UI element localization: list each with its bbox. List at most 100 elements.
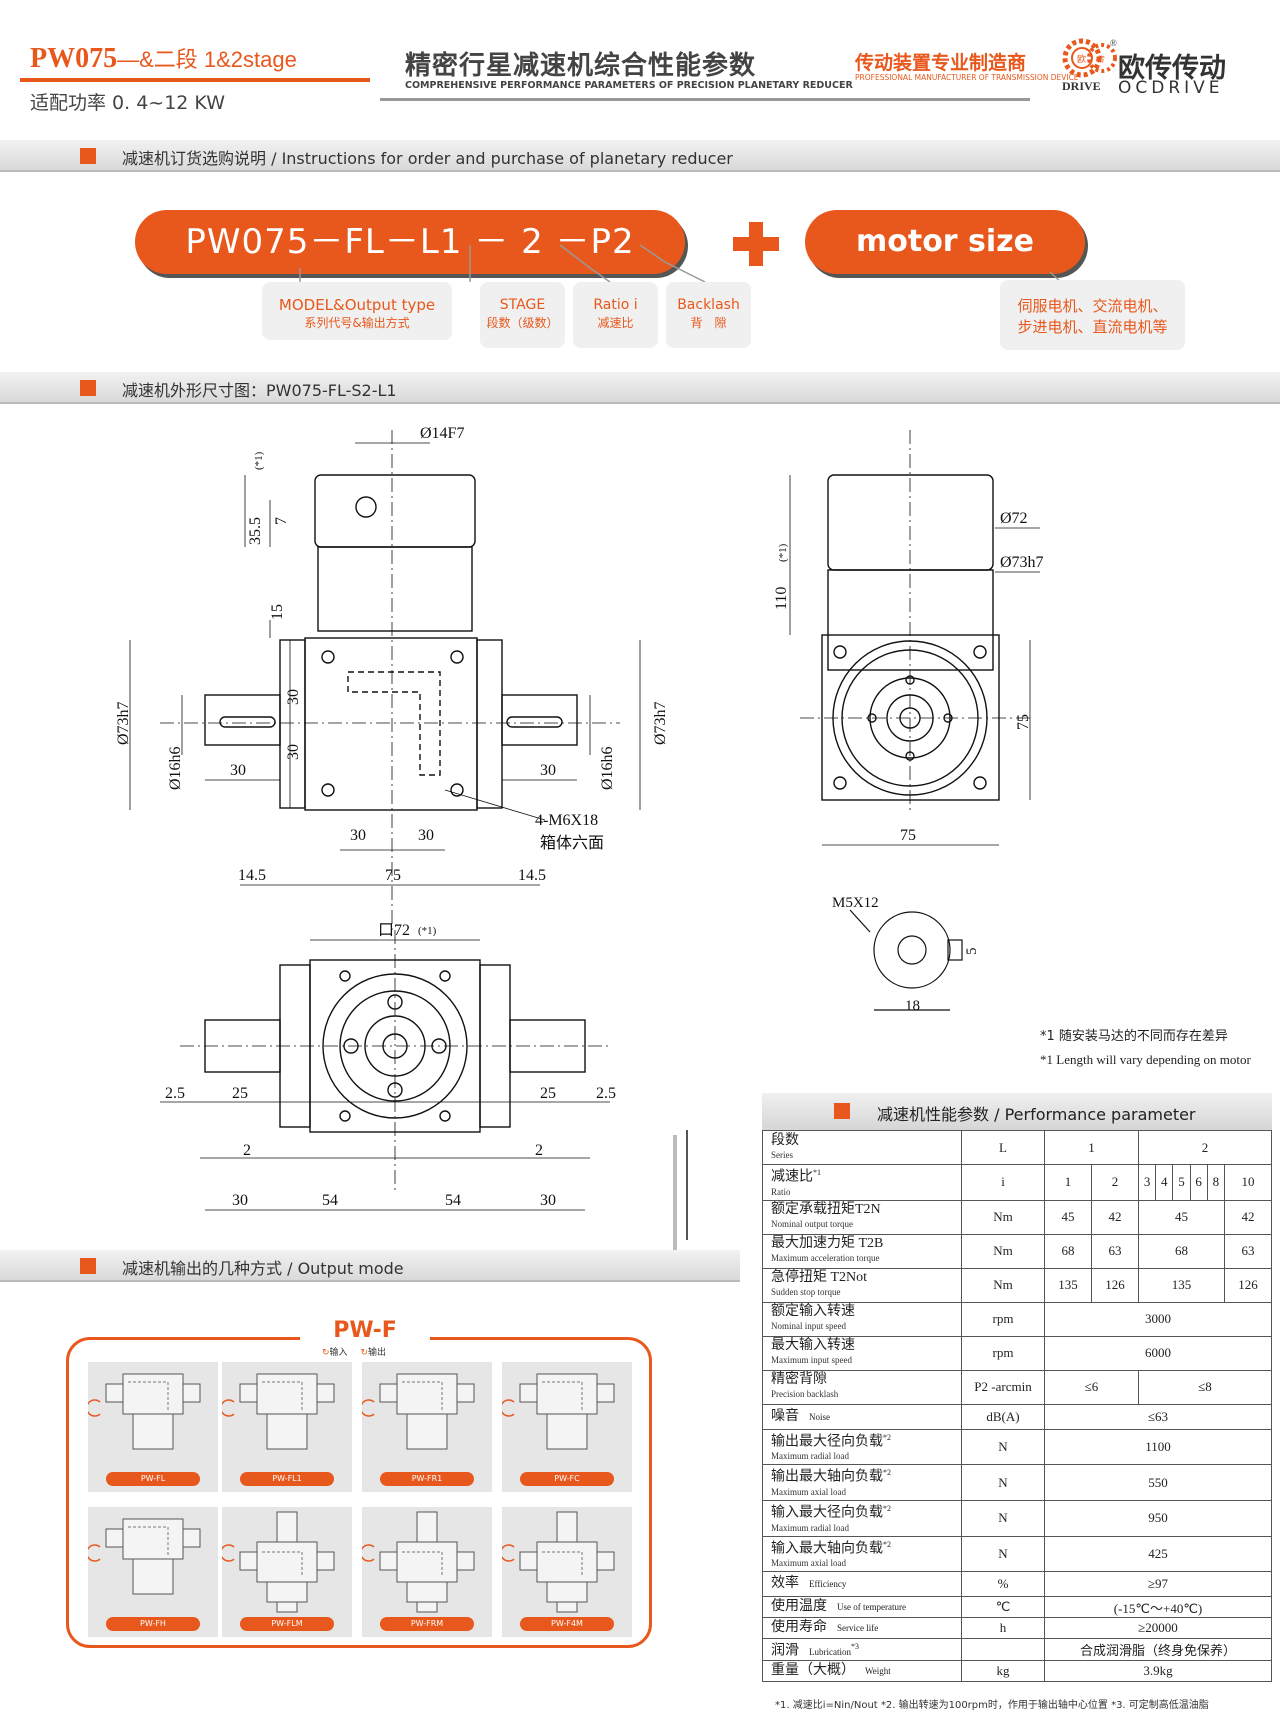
reducer-sketch-icon — [499, 1511, 615, 1613]
row-unit: L — [961, 1130, 1045, 1165]
dim-m5x12: M5X12 — [832, 895, 879, 911]
tag-motor-types: 伺服电机、交流电机、 步进电机、直流电机等 — [1000, 280, 1185, 350]
row-value: 42 — [1090, 1199, 1139, 1235]
tag-backlash: Backlash 背 隙 — [666, 282, 751, 348]
row-unit: rpm — [961, 1335, 1045, 1371]
manufacturer-cn: 传动装置专业制造商 — [855, 52, 1027, 74]
row-unit: N — [961, 1535, 1045, 1573]
section-title-dimension: 减速机外形尺寸图：PW075-FL-S2-L1 — [122, 381, 397, 400]
row-value: 1 — [1044, 1164, 1092, 1201]
dim-d73h7-side: Ø73h7 — [1000, 554, 1044, 571]
decor-line — [686, 1130, 688, 1240]
registered-mark: ® — [1110, 38, 1117, 48]
logo-char-1: 欧 — [1077, 53, 1086, 64]
motor-size-pill: motor size — [805, 210, 1085, 274]
dim-30-v1: 30 — [285, 689, 302, 705]
dim-30-bottom-right: 30 — [418, 827, 434, 844]
row-value: 425 — [1044, 1535, 1272, 1573]
row-value: 10 — [1223, 1164, 1273, 1201]
dim-75-side-h: 75 — [900, 827, 916, 844]
output-mode-card: PW-F4M — [499, 1507, 632, 1637]
motor-flange-outline — [314, 474, 476, 548]
logo-drive-text: DRIVE — [1062, 79, 1101, 93]
model-title: PW075—&二段 1&2stage — [30, 43, 297, 74]
motor-adapter-outline — [317, 546, 473, 632]
dim-30-bl: 30 — [232, 1192, 248, 1209]
side-motor-flange — [827, 474, 994, 571]
row-value: 合成润滑脂（终身免保养） — [1044, 1638, 1272, 1661]
dim-2-right: 2 — [535, 1142, 543, 1159]
dim-5: 5 — [964, 948, 980, 956]
section-square-icon — [834, 1103, 850, 1119]
performance-title: 减速机性能参数 / Performance parameter — [877, 1105, 1196, 1124]
row-unit: N — [961, 1428, 1045, 1466]
row-value: ≥97 — [1044, 1571, 1272, 1598]
row-value: 2 — [1090, 1164, 1139, 1201]
page-title-en: COMPREHENSIVE PERFORMANCE PARAMETERS OF … — [405, 80, 853, 91]
tag-stage: STAGE 段数（级数） — [480, 282, 565, 348]
legend-output: 输出 — [367, 1348, 386, 1358]
row-value: 1 — [1044, 1130, 1139, 1165]
row-label: 重量（大概）Weight — [762, 1659, 962, 1682]
mode-label: PW-FL1 — [240, 1472, 334, 1486]
legend-input: 输入 — [329, 1348, 348, 1358]
reducer-sketch-icon — [219, 1373, 335, 1450]
row-unit: % — [961, 1571, 1045, 1598]
row-value: 950 — [1044, 1499, 1272, 1537]
row-unit: i — [961, 1164, 1045, 1201]
mode-label: PW-FR1 — [380, 1472, 474, 1486]
dim-75-side-v: 75 — [1015, 714, 1032, 730]
note-cn: *1 随安装马达的不同而存在差异 — [1040, 1029, 1228, 1044]
dim-145-right: 14.5 — [518, 867, 546, 884]
section-square-icon — [80, 148, 96, 164]
right-boss — [476, 639, 503, 809]
row-unit: P2 -arcmin — [961, 1369, 1045, 1405]
tag-ratio-cn: 减速比 — [597, 316, 634, 330]
row-value: 4 — [1155, 1164, 1174, 1201]
dim-54-right: 54 — [445, 1192, 461, 1209]
dim-30-bottom-left: 30 — [350, 827, 366, 844]
section-title-output: 减速机输出的几种方式 / Output mode — [122, 1259, 404, 1278]
dim-star1-a: (*1) — [253, 451, 265, 470]
side-body — [821, 634, 1000, 801]
row-value: 63 — [1223, 1233, 1273, 1269]
row-unit: Nm — [961, 1267, 1045, 1303]
row-value: 68 — [1137, 1233, 1225, 1269]
dim-hex-note: 箱体六面 — [540, 834, 604, 852]
dim-d14f7: Ø14F7 — [420, 425, 464, 442]
dim-30-br: 30 — [540, 1192, 556, 1209]
notes: *1 随安装马达的不同而存在差异 *1 Length will vary dep… — [1040, 1025, 1251, 1071]
reducer-sketch-icon — [219, 1511, 335, 1613]
dim-145-left: 14.5 — [238, 867, 266, 884]
performance-header: 减速机性能参数 / Performance parameter — [762, 1093, 1272, 1130]
row-value: 1100 — [1044, 1428, 1272, 1466]
row-unit: Nm — [961, 1199, 1045, 1235]
row-value: ≤6 — [1044, 1369, 1139, 1405]
mode-label: PW-FC — [520, 1472, 614, 1486]
tag-model-cn: 系列代号&输出方式 — [304, 316, 410, 330]
row-value: 135 — [1044, 1267, 1092, 1303]
reducer-sketch-icon — [85, 1518, 201, 1595]
dim-d72: Ø72 — [1000, 510, 1028, 527]
tag-ratio: Ratio i 减速比 — [573, 282, 658, 348]
dim-30-v2: 30 — [285, 744, 302, 760]
title-underline — [20, 78, 370, 82]
tag-backlash-en: Backlash — [677, 297, 740, 313]
